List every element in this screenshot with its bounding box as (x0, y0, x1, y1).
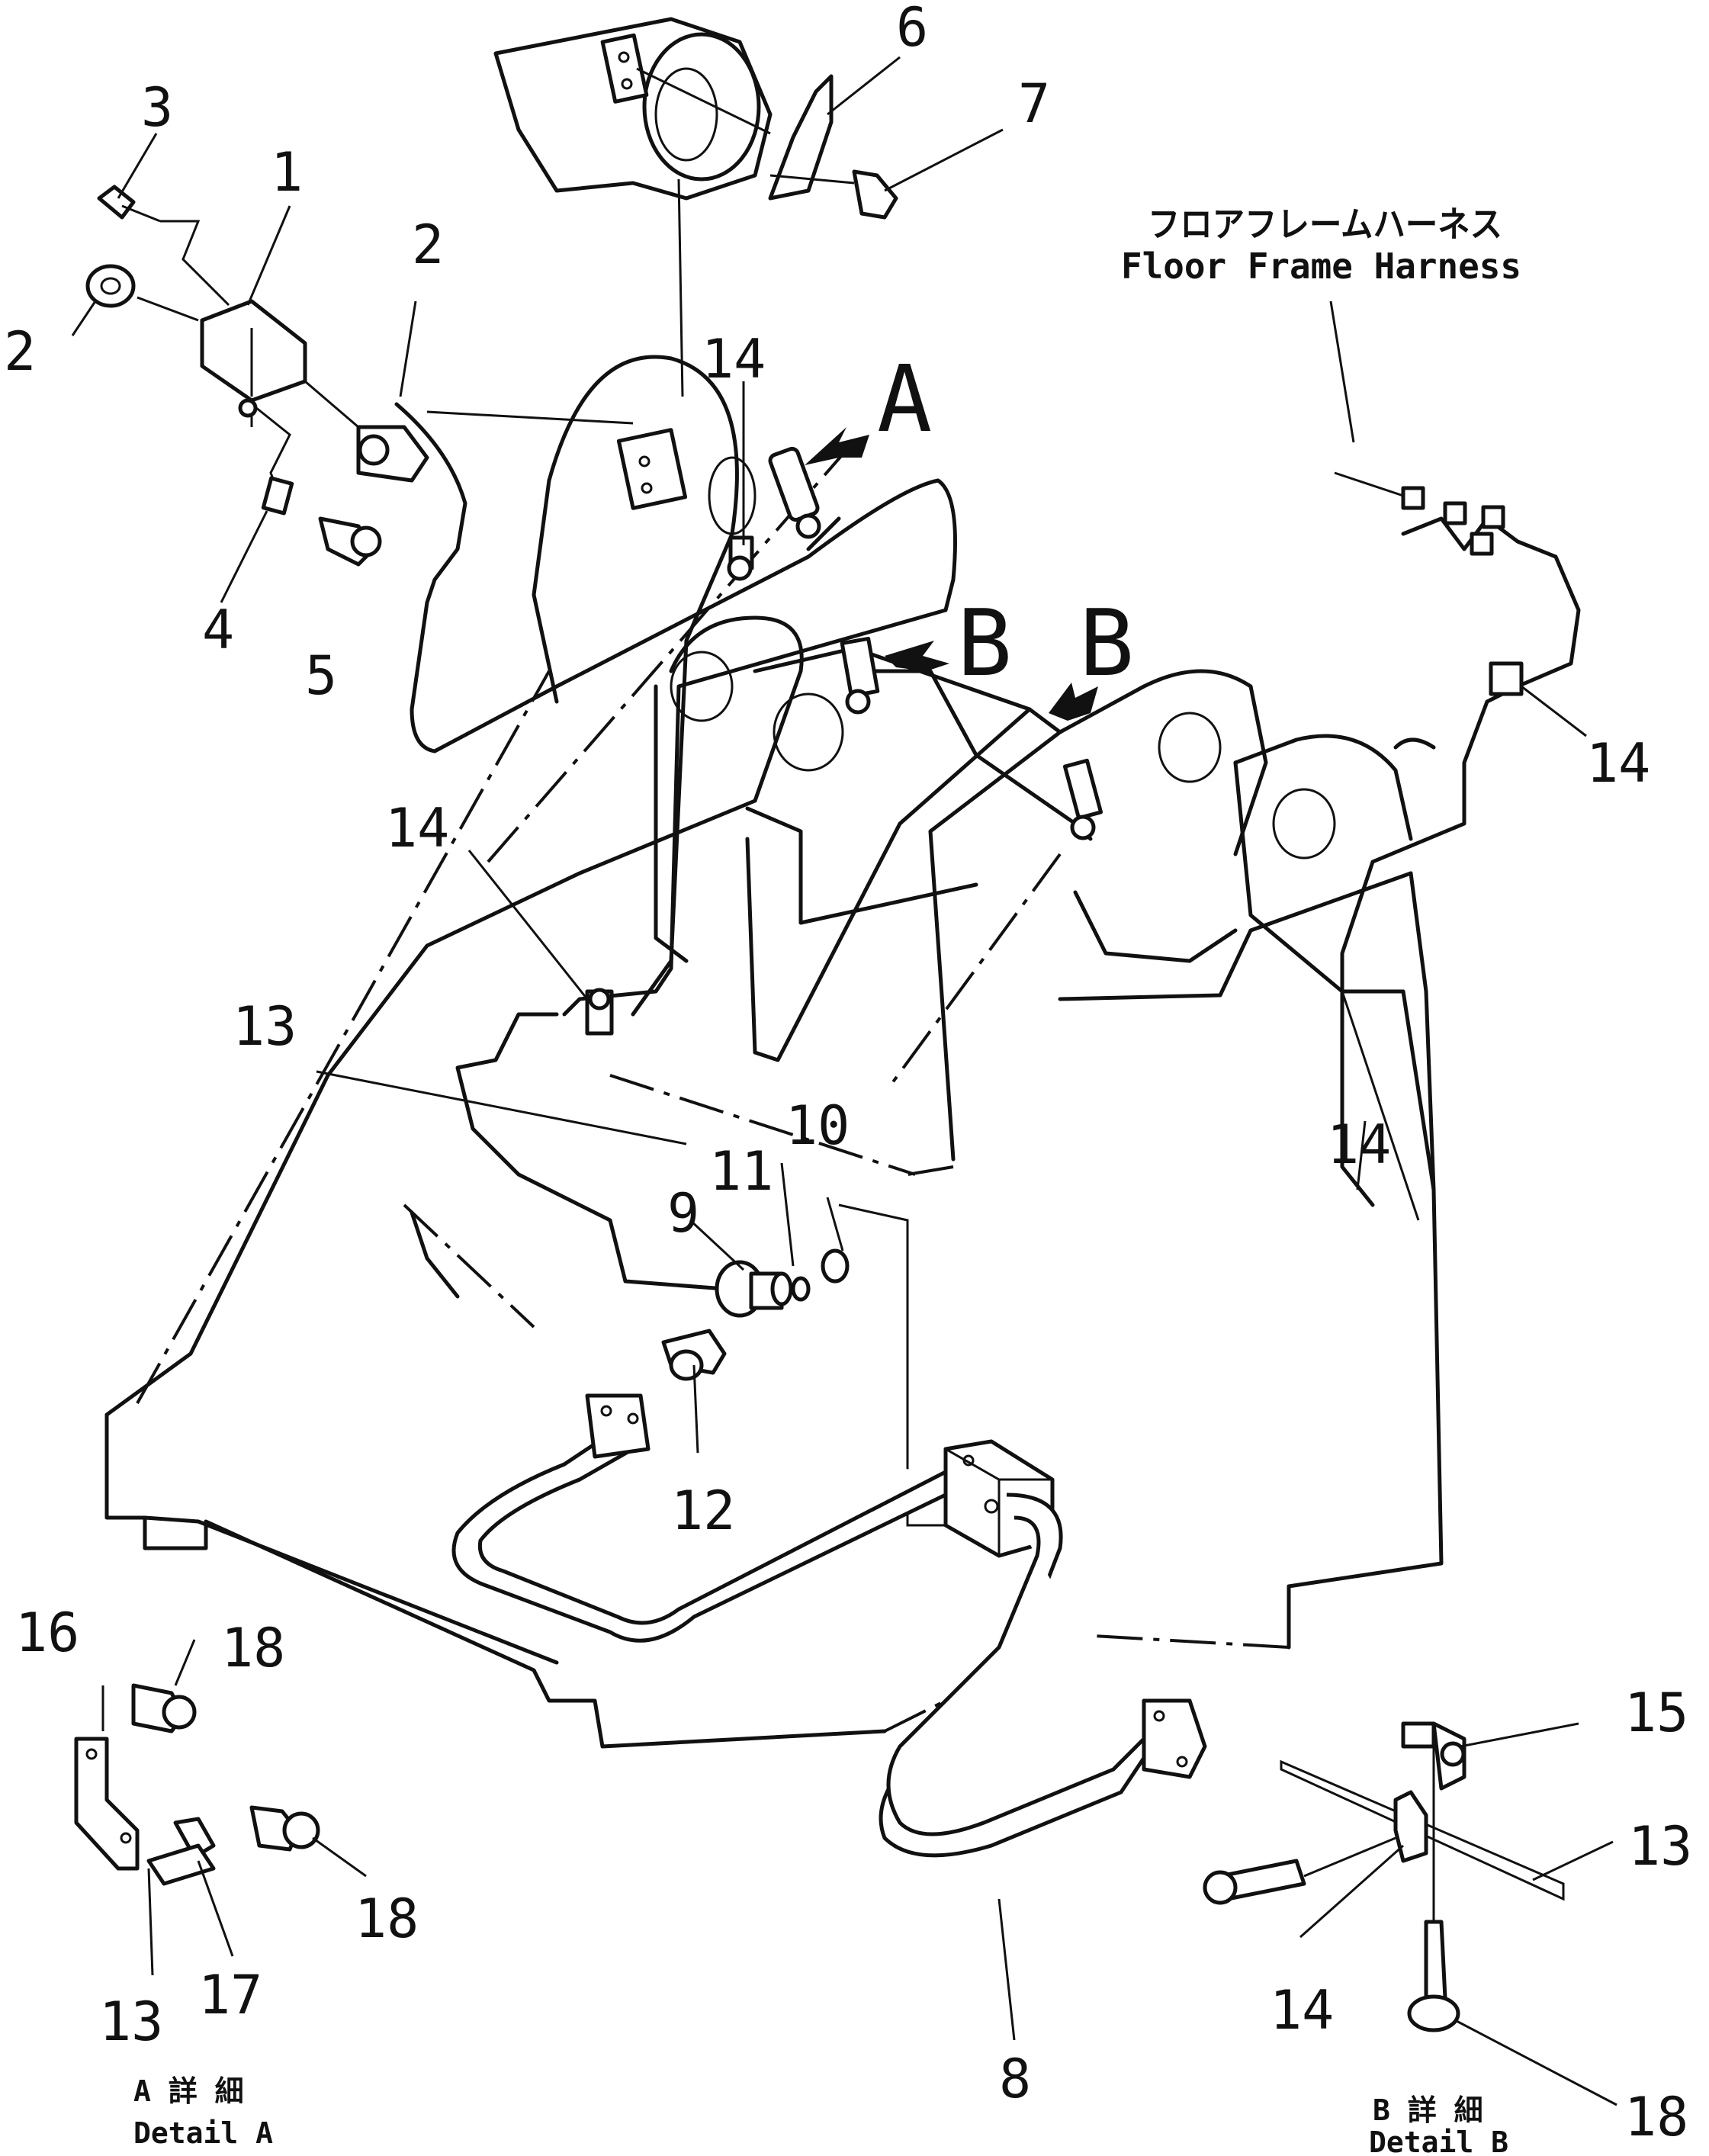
callout-16: 16 (15, 1602, 79, 1664)
left-tower (426, 355, 757, 1017)
detail-captions: A 詳 細 Detail A B 詳 細 Detail B (133, 2074, 1508, 2156)
detail-b-label-en: Detail B (1369, 2125, 1508, 2156)
callout-18-top: 18 (221, 1617, 285, 1679)
callout-13-detail-a: 13 (99, 1991, 163, 2053)
view-letters: A B B (877, 347, 1134, 697)
callout-8: 8 (999, 2048, 1031, 2110)
callout-15: 15 (1624, 1682, 1688, 1744)
frame-body (104, 798, 1444, 1749)
clamps (585, 446, 1524, 1036)
detail-a-label-jp: A 詳 細 (133, 2074, 244, 2108)
callout-12: 12 (671, 1480, 735, 1542)
callout-2-left: 2 (4, 320, 36, 383)
detail-a-drawing (74, 1683, 320, 1886)
detail-b-drawing (1203, 1721, 1565, 2032)
callout-17: 17 (198, 1964, 262, 2026)
center-arms (654, 615, 1062, 1162)
upper-bracket (493, 17, 773, 397)
detail-b-label-jp: B 詳 細 (1373, 2093, 1483, 2127)
switch-parts (661, 1203, 946, 1527)
callout-14-detail-b: 14 (1270, 1979, 1334, 2042)
centerlines (136, 448, 1062, 1404)
callout-18-detail-b: 18 (1624, 2086, 1688, 2148)
callout-14-top: 14 (702, 328, 766, 390)
harness-label-jp: フロアフレームハーネス (1148, 204, 1502, 245)
callout-1: 1 (271, 141, 303, 204)
callout-18-mid: 18 (355, 1888, 419, 1950)
callout-7: 7 (1018, 72, 1050, 135)
callout-4: 4 (202, 599, 234, 661)
harness-label: フロアフレームハーネス Floor Frame Harness (1121, 204, 1521, 287)
callout-2-right: 2 (412, 214, 444, 276)
harness-label-en: Floor Frame Harness (1121, 246, 1521, 287)
wiring-harness (394, 402, 1581, 1299)
callout-3: 3 (141, 76, 173, 139)
callout-10: 10 (785, 1094, 850, 1157)
callout-13-detail-b: 13 (1628, 1815, 1692, 1878)
view-marker-b2: B (1079, 591, 1134, 697)
top-parts (768, 74, 898, 220)
harness-connectors (1334, 471, 1505, 556)
view-marker-b1: B (957, 591, 1012, 697)
callout-13-main: 13 (233, 995, 297, 1058)
callout-numbers: 1 2 2 3 4 5 6 7 8 9 10 11 12 13 13 13 14… (4, 0, 1692, 2148)
view-arrows (805, 427, 1098, 721)
callout-14-right: 14 (1586, 732, 1650, 795)
callout-5: 5 (305, 644, 337, 707)
pipe-8 (451, 1393, 1207, 1858)
callout-11: 11 (709, 1140, 773, 1203)
callout-14-bottom: 14 (1327, 1113, 1391, 1176)
detail-a-label-en: Detail A (133, 2116, 273, 2150)
left-parts (85, 185, 429, 567)
callout-9: 9 (667, 1182, 699, 1245)
leader-lines (71, 56, 1617, 2106)
right-tower (1058, 669, 1436, 1221)
view-marker-a: A (877, 347, 932, 453)
callout-6: 6 (896, 0, 928, 59)
callout-14-left: 14 (385, 797, 449, 860)
